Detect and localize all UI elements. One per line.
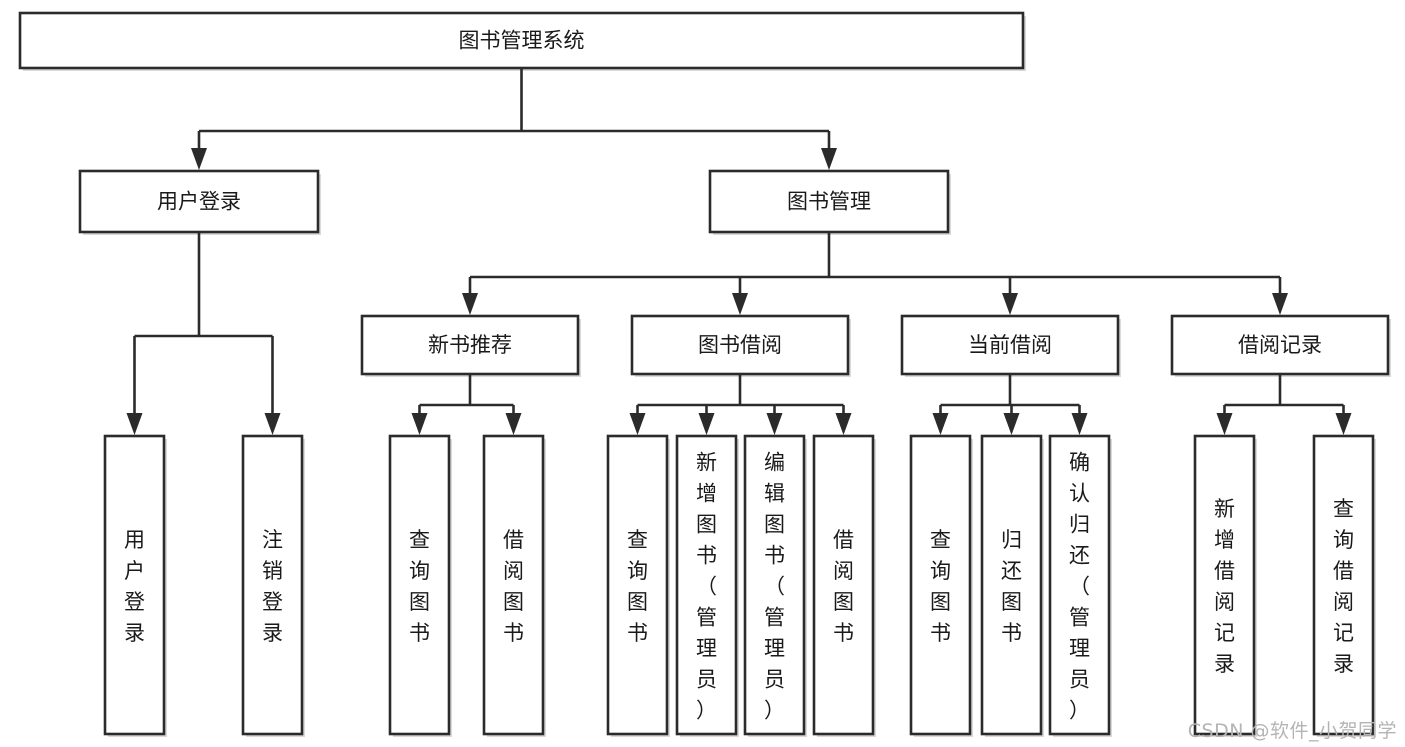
node-leaf-bor-2[interactable]: 新增图书（管理员） [675,434,738,736]
node-box[interactable] [18,11,1025,70]
node-leaf-new-1[interactable]: 查询图书 [388,434,451,736]
connector-group-newbook [411,374,522,435]
node-box[interactable] [1312,434,1375,736]
arrow-head-icon [264,413,281,435]
arrow-head-icon [932,413,949,435]
node-label: 查询图书 [627,528,648,645]
node-leaf-bor-4[interactable]: 借阅图书 [812,434,875,736]
node-label: 用户登录 [157,190,241,214]
node-leaf-rec-1[interactable]: 新增借阅记录 [1193,434,1256,736]
node-layer: 图书管理系统用户登录图书管理新书推荐图书借阅当前借阅借阅记录用户登录注销登录查询… [18,11,1390,736]
node-leaf-bor-1[interactable]: 查询图书 [606,434,669,736]
node-box[interactable] [360,314,580,376]
arrow-head-icon [835,413,852,435]
csdn-watermark: CSDN @软件_小贺同学 [1187,720,1397,742]
arrow-head-icon [191,148,207,170]
arrow-head-icon [505,413,522,435]
node-leaf-cur-2[interactable]: 归还图书 [980,434,1043,736]
connector-group-login [126,232,281,435]
node-label: 查询图书 [409,528,430,645]
node-box[interactable] [606,434,669,736]
arrow-head-icon [462,293,478,315]
node-box[interactable] [630,314,850,376]
node-newbook[interactable]: 新书推荐 [360,314,580,376]
node-current[interactable]: 当前借阅 [900,314,1120,376]
node-borrow[interactable]: 图书借阅 [630,314,850,376]
node-box[interactable] [909,434,972,736]
node-bookmgmt[interactable]: 图书管理 [708,169,950,234]
node-label: 归还图书 [1001,528,1022,645]
connector-group-records [1216,374,1352,435]
connector-group-root [191,68,837,170]
node-label: 图书管理 [787,190,871,214]
node-leaf-bor-3[interactable]: 编辑图书（管理员） [743,434,806,736]
connector-group-bookmgmt [462,232,1288,315]
node-box[interactable] [482,434,545,736]
node-leaf-login-2[interactable]: 注销登录 [241,434,304,736]
arrow-head-icon [629,413,646,435]
arrow-head-icon [411,413,428,435]
node-label: 借阅记录 [1238,333,1322,357]
arrow-head-icon [766,413,783,435]
node-box[interactable] [241,434,304,736]
node-label: 查询图书 [930,528,951,645]
node-leaf-rec-2[interactable]: 查询借阅记录 [1312,434,1375,736]
arrow-head-icon [1335,413,1352,435]
node-login[interactable]: 用户登录 [78,169,320,234]
node-box[interactable] [103,434,166,736]
arrow-head-icon [1272,293,1288,315]
node-box[interactable] [812,434,875,736]
node-box[interactable] [743,434,806,736]
node-records[interactable]: 借阅记录 [1170,314,1390,376]
node-label: 编辑图书（管理员） [764,451,785,723]
node-box[interactable] [388,434,451,736]
node-label: 用户登录 [124,528,145,645]
node-label: 当前借阅 [968,333,1052,357]
arrow-head-icon [1071,413,1088,435]
node-box[interactable] [708,169,950,234]
node-label: 图书管理系统 [459,29,585,53]
node-box[interactable] [1170,314,1390,376]
arrow-head-icon [1002,293,1018,315]
node-leaf-new-2[interactable]: 借阅图书 [482,434,545,736]
node-label: 新书推荐 [428,333,512,357]
arrow-head-icon [732,293,748,315]
arrow-head-icon [126,413,143,435]
node-label: 借阅图书 [833,528,854,645]
node-label: 新增图书（管理员） [696,451,717,723]
node-box[interactable] [1048,434,1111,736]
arrow-head-icon [821,148,837,170]
node-label: 图书借阅 [698,333,782,357]
node-label: 注销登录 [262,528,283,645]
node-box[interactable] [900,314,1120,376]
node-leaf-login-1[interactable]: 用户登录 [103,434,166,736]
arrow-head-icon [1216,413,1233,435]
node-box[interactable] [1193,434,1256,736]
node-leaf-cur-3[interactable]: 确认归还（管理员） [1048,434,1111,736]
node-label: 借阅图书 [503,528,524,645]
node-leaf-cur-1[interactable]: 查询图书 [909,434,972,736]
node-box[interactable] [980,434,1043,736]
node-label: 新增借阅记录 [1214,497,1235,676]
node-box[interactable] [675,434,738,736]
node-root[interactable]: 图书管理系统 [18,11,1025,70]
node-label: 确认归还（管理员） [1069,451,1090,723]
arrow-head-icon [1003,413,1020,435]
connector-group-borrow [629,374,852,435]
node-label: 查询借阅记录 [1333,497,1354,676]
arrow-head-icon [698,413,715,435]
connector-group-current [932,374,1088,435]
connector-layer [126,68,1352,435]
node-box[interactable] [78,169,320,234]
